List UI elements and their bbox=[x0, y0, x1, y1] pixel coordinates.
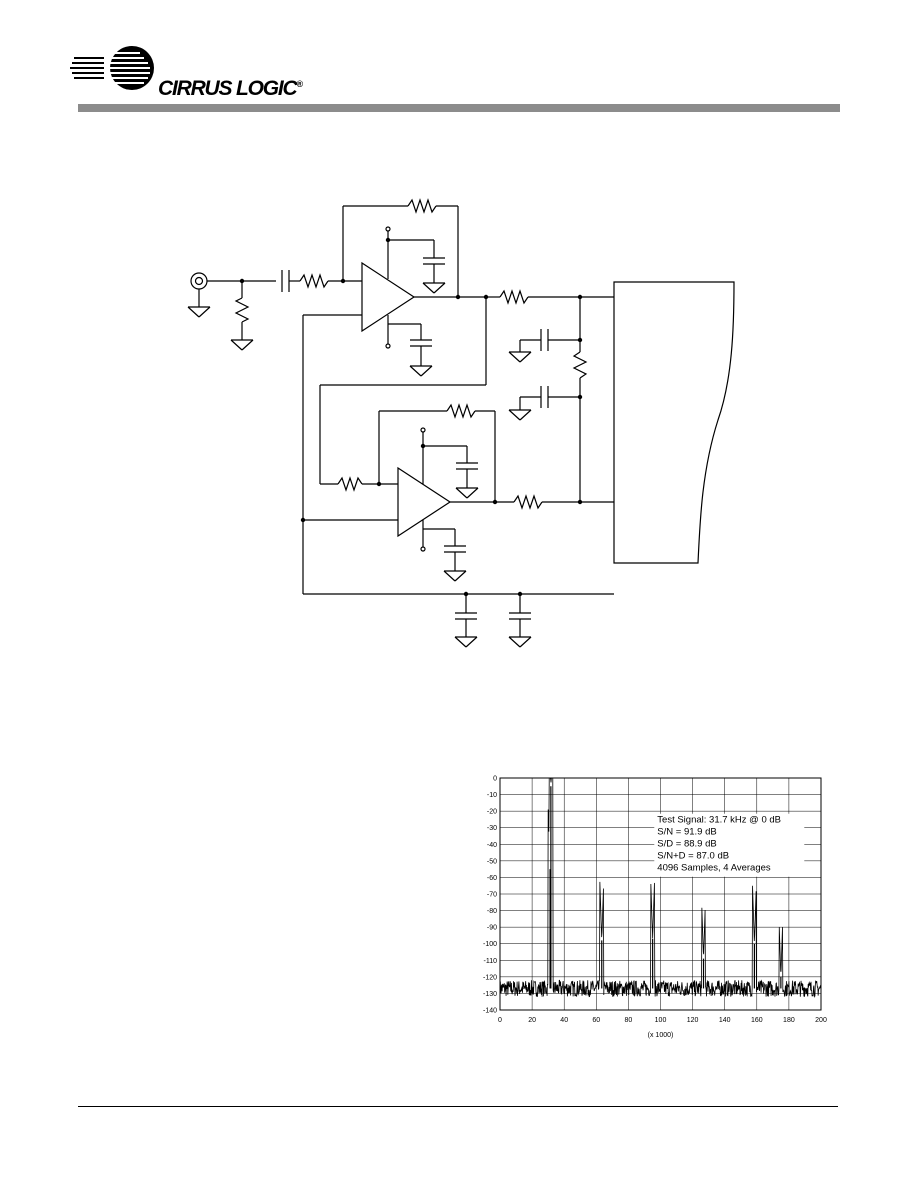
x-tick-label-8: 160 bbox=[751, 1017, 763, 1024]
annotation-line-4: 4096 Samples, 4 Averages bbox=[657, 863, 771, 874]
y-tick-label-5: -50 bbox=[487, 858, 497, 865]
plot-frame bbox=[499, 777, 822, 1011]
x-multiplier-label: (x 1000) bbox=[648, 1032, 674, 1039]
y-tick-label-12: -120 bbox=[483, 974, 497, 981]
y-tick-label-11: -110 bbox=[484, 958, 498, 965]
x-tick-label-10: 200 bbox=[815, 1017, 827, 1024]
y-tick-label-7: -70 bbox=[487, 892, 497, 899]
x-tick-label-6: 120 bbox=[687, 1017, 699, 1024]
annotation-line-0: Test Signal: 31.7 kHz @ 0 dB bbox=[657, 815, 781, 826]
plot-grid bbox=[499, 777, 822, 1011]
y-tick-label-3: -30 bbox=[487, 825, 497, 832]
y-tick-label-6: -60 bbox=[487, 875, 497, 882]
x-tick-label-5: 100 bbox=[655, 1017, 667, 1024]
x-tick-label-0: 0 bbox=[498, 1017, 502, 1024]
y-tick-label-2: -20 bbox=[487, 809, 497, 816]
x-tick-label-3: 60 bbox=[592, 1017, 600, 1024]
fft-plot: Test Signal: 31.7 kHz @ 0 dBS/N = 91.9 d… bbox=[483, 776, 827, 1040]
spectrum-trace bbox=[499, 777, 822, 998]
y-tick-label-1: -10 bbox=[487, 792, 497, 799]
header-rule bbox=[78, 104, 840, 112]
footer-rule bbox=[78, 1106, 838, 1107]
registered-mark: ® bbox=[296, 79, 303, 89]
input-connector bbox=[187, 272, 276, 318]
x-tick-label-1: 20 bbox=[528, 1017, 536, 1024]
y-tick-label-4: -40 bbox=[487, 842, 497, 849]
y-tick-labels: 0 -10 -20 -30 -40 -50 -60 -70 -80 -90 -100 -110 -120… bbox=[483, 776, 497, 1015]
circuit-schematic bbox=[187, 198, 735, 648]
x-tick-label-4: 80 bbox=[625, 1017, 633, 1024]
company-name: CIRRUS LOGIC® bbox=[158, 77, 303, 101]
x-tick-label-2: 40 bbox=[560, 1017, 568, 1024]
x-tick-label-7: 140 bbox=[719, 1017, 731, 1024]
y-tick-label-8: -80 bbox=[487, 908, 497, 915]
annotation-group: Test Signal: 31.7 kHz @ 0 dBS/N = 91.9 d… bbox=[657, 815, 781, 874]
y-tick-label-0: 0 bbox=[493, 776, 497, 783]
annotation-line-3: S/N+D = 87.0 dB bbox=[657, 851, 729, 862]
annotation-line-1: S/N = 91.9 dB bbox=[657, 827, 716, 838]
x-tick-labels: 0 20 40 60 80 100 120 140 160 180 200 bbox=[498, 1017, 827, 1024]
annotation-box bbox=[654, 813, 805, 877]
spectrum-line bbox=[499, 777, 822, 998]
y-tick-label-13: -130 bbox=[483, 991, 497, 998]
x-tick-label-9: 180 bbox=[783, 1017, 795, 1024]
y-tick-label-10: -100 bbox=[483, 941, 497, 948]
input-shunt-resistor bbox=[230, 281, 254, 351]
y-tick-label-14: -140 bbox=[483, 1008, 497, 1015]
company-name-text: CIRRUS LOGIC bbox=[158, 77, 298, 100]
cirrus-logic-logo-mark bbox=[70, 46, 154, 90]
annotation-line-2: S/D = 88.9 dB bbox=[657, 839, 716, 850]
y-tick-label-9: -90 bbox=[487, 925, 497, 932]
